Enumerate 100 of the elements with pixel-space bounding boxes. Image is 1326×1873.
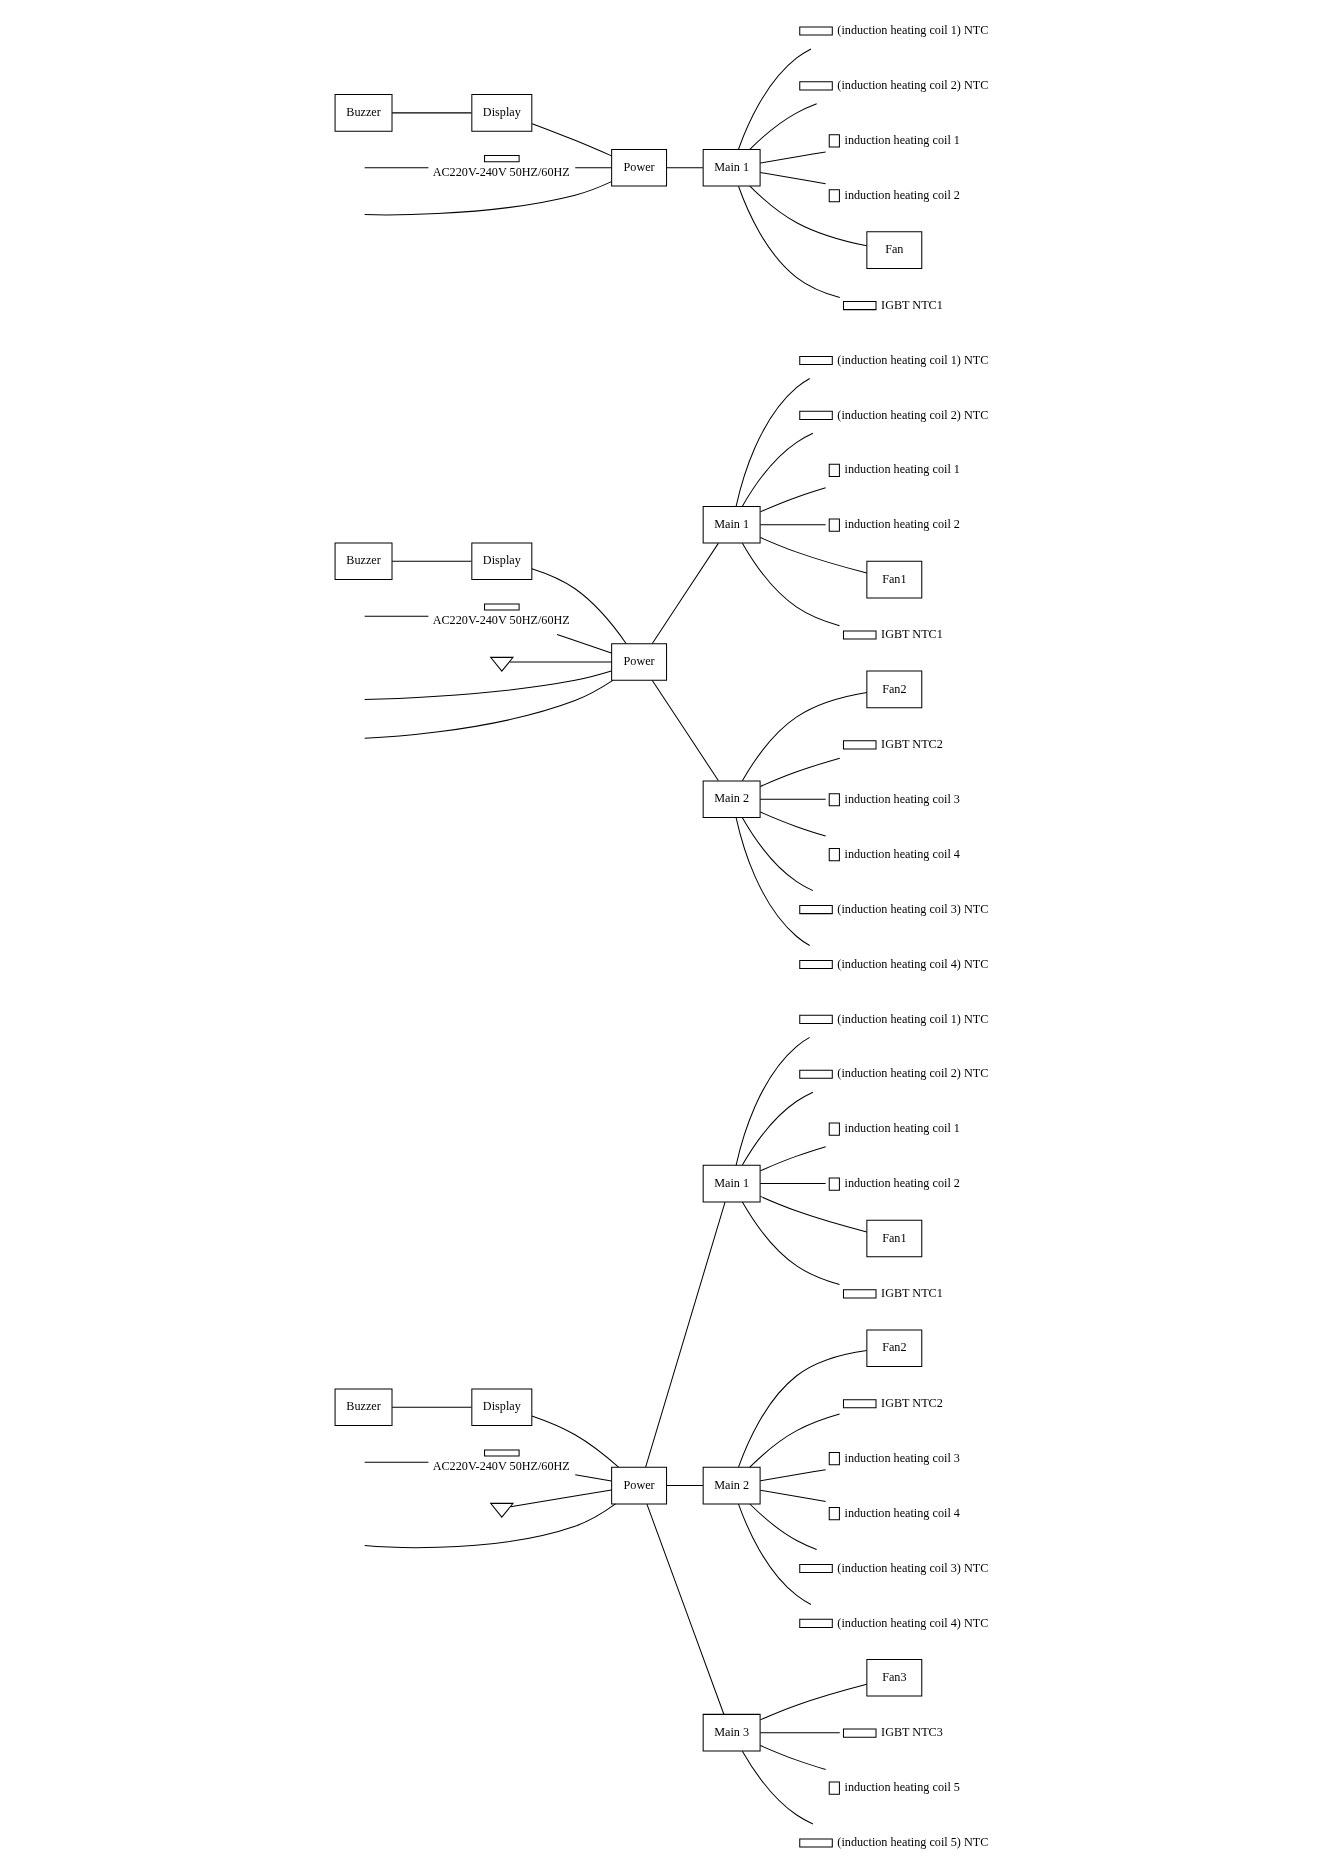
connector [759, 798, 826, 800]
connector [391, 1406, 472, 1408]
node-label: induction heating coil 4 [843, 1505, 960, 1520]
node-coil [828, 463, 840, 477]
node-coil [828, 1122, 840, 1136]
node-thermistor [842, 740, 877, 750]
connector [759, 1195, 867, 1233]
connector [363, 181, 612, 216]
node-label: (induction heating coil 2) NTC [836, 78, 988, 93]
node-label: induction heating coil 5 [843, 1780, 960, 1795]
connector [363, 1461, 429, 1463]
connector [759, 1469, 826, 1482]
connector [651, 542, 719, 644]
node-box: Power [610, 148, 667, 187]
connector [363, 1503, 616, 1549]
node-label: induction heating coil 3 [843, 1450, 960, 1465]
node-label: (induction heating coil 4) NTC [836, 956, 988, 971]
connector [759, 1489, 826, 1502]
node-label: (induction heating coil 2) NTC [836, 1066, 988, 1081]
node-label: (induction heating coil 3) NTC [836, 901, 988, 916]
connector [737, 185, 840, 299]
connector [645, 1503, 724, 1715]
connector [574, 167, 612, 169]
connector [741, 1201, 840, 1286]
node-label: induction heating coil 1 [843, 132, 960, 147]
node-thermistor [842, 301, 877, 311]
node-coil [828, 518, 840, 532]
node-box: Main 2 [702, 780, 761, 819]
connector [741, 1091, 813, 1166]
node-label: induction heating coil 3 [843, 791, 960, 806]
node-box: Display [470, 1388, 532, 1427]
connector [759, 172, 826, 185]
node-coil [828, 1177, 840, 1191]
node-ground [489, 1502, 514, 1518]
node-thermistor [798, 410, 833, 420]
node-label: IGBT NTC1 [880, 1286, 943, 1301]
connector [363, 670, 612, 701]
node-box: Fan2 [865, 670, 922, 709]
connector [644, 1201, 726, 1468]
connector [363, 679, 613, 739]
connector [509, 1489, 612, 1508]
node-label: (induction heating coil 3) NTC [836, 1560, 988, 1575]
connector [363, 167, 429, 169]
connector [759, 151, 826, 164]
connector [530, 568, 627, 644]
node-box: Main 1 [702, 1164, 761, 1203]
node-thermistor [798, 1838, 833, 1848]
connector [737, 1349, 867, 1468]
node-label: (induction heating coil 4) NTC [836, 1615, 988, 1630]
node-label: induction heating coil 1 [843, 1121, 960, 1136]
node-label: induction heating coil 4 [843, 846, 960, 861]
connector [759, 487, 826, 513]
connector [759, 1683, 867, 1721]
node-box: Power [610, 1466, 667, 1505]
node-label: IGBT NTC1 [880, 297, 943, 312]
node-thermistor [842, 1399, 877, 1409]
connector [759, 1183, 826, 1185]
node-thermistor [842, 1728, 877, 1738]
connector [508, 661, 612, 663]
node-label: induction heating coil 1 [843, 462, 960, 477]
connector [556, 634, 612, 654]
connector [741, 432, 813, 507]
connector [735, 377, 810, 507]
node-box: Display [470, 542, 532, 581]
node-box: Fan1 [865, 1219, 922, 1258]
node-box: Power [610, 643, 667, 681]
connector [651, 679, 719, 782]
connector [741, 817, 813, 892]
node-coil [828, 134, 840, 148]
node-thermistor [798, 1618, 833, 1628]
node-label: induction heating coil 2 [843, 517, 960, 532]
connector [391, 112, 472, 114]
node-box: Fan2 [865, 1329, 922, 1368]
node-fuse [483, 1449, 520, 1457]
connector [737, 1503, 811, 1605]
node-thermistor [798, 905, 833, 915]
node-label: induction heating coil 2 [843, 1176, 960, 1191]
node-thermistor [842, 630, 877, 640]
node-box: Buzzer [334, 94, 392, 132]
connector [735, 1036, 810, 1166]
node-box: Main 1 [702, 505, 761, 544]
node-coil [828, 1781, 840, 1795]
connector [759, 811, 826, 837]
node-label: IGBT NTC3 [880, 1725, 943, 1740]
connector [530, 1415, 619, 1468]
node-ground [489, 656, 514, 672]
node-coil [828, 1506, 840, 1521]
node-label: (induction heating coil 5) NTC [836, 1835, 988, 1850]
node-coil [828, 848, 840, 862]
node-label: AC220V-240V 50HZ/60HZ [432, 1458, 570, 1473]
node-thermistor [798, 355, 833, 366]
connector [665, 167, 703, 169]
node-box: Buzzer [334, 542, 392, 581]
node-box: Buzzer [334, 1388, 392, 1427]
node-box: Fan [865, 231, 922, 269]
node-fuse [483, 155, 520, 163]
node-thermistor [798, 1014, 833, 1024]
node-label: (induction heating coil 1) NTC [836, 23, 988, 38]
connector [391, 560, 472, 562]
node-thermistor [798, 26, 833, 36]
